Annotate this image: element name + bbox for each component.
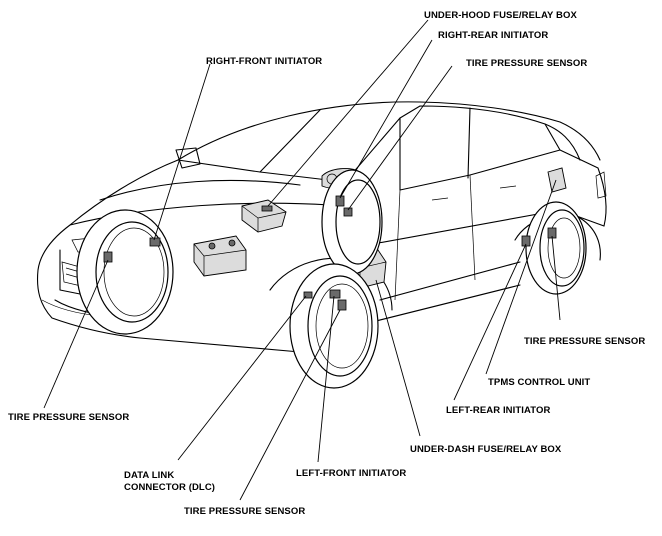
- right-front-tire-sensor-part: [103, 251, 113, 263]
- component-markers: [103, 195, 557, 311]
- right-rear-wheel: [321, 169, 383, 275]
- label-data-link-connector-line1: DATA LINK: [124, 470, 174, 481]
- label-tire-pressure-sensor-left: TIRE PRESSURE SENSOR: [8, 412, 129, 423]
- battery: [193, 235, 247, 277]
- label-under-hood-fuse-relay-box: UNDER-HOOD FUSE/RELAY BOX: [424, 10, 578, 21]
- label-tire-pressure-sensor-bottom: TIRE PRESSURE SENSOR: [184, 506, 305, 517]
- left-front-tire-sensor-part: [337, 299, 347, 311]
- right-front-initiator-part: [149, 237, 161, 247]
- right-front-wheel: [76, 209, 174, 335]
- label-data-link-connector-line2: CONNECTOR (DLC): [124, 482, 215, 493]
- label-tire-pressure-sensor-right: TIRE PRESSURE SENSOR: [524, 336, 645, 347]
- right-rear-initiator-part: [335, 195, 345, 207]
- left-front-initiator-part: [329, 289, 341, 299]
- label-under-dash-fuse-relay-box: UNDER-DASH FUSE/RELAY BOX: [410, 444, 562, 455]
- label-tpms-control-unit: TPMS CONTROL UNIT: [488, 377, 590, 388]
- right-rear-tire-sensor-part: [343, 207, 353, 217]
- label-left-rear-initiator: LEFT-REAR INITIATOR: [446, 405, 551, 416]
- under-hood-fuse-relay-box: [241, 199, 287, 233]
- left-rear-initiator-part: [521, 235, 531, 247]
- dlc-part: [303, 291, 313, 299]
- label-tire-pressure-sensor-top: TIRE PRESSURE SENSOR: [466, 58, 587, 69]
- label-left-front-initiator: LEFT-FRONT INITIATOR: [296, 468, 406, 479]
- callout-labels: UNDER-HOOD FUSE/RELAY BOX RIGHT-REAR INI…: [8, 10, 645, 517]
- left-front-wheel: [289, 263, 379, 389]
- leader-lines: [43, 19, 561, 501]
- label-right-front-initiator: RIGHT-FRONT INITIATOR: [206, 56, 322, 67]
- tpms-control-unit-part: [547, 167, 567, 193]
- label-right-rear-initiator: RIGHT-REAR INITIATOR: [438, 30, 548, 41]
